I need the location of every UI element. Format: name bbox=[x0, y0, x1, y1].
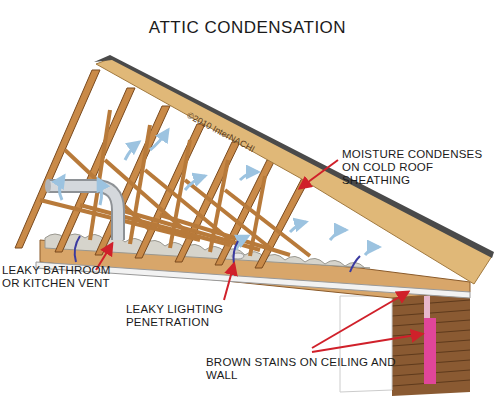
vent-duct bbox=[45, 179, 118, 240]
callout-label: BROWN STAINS ON CEILING AND WALL bbox=[206, 356, 396, 382]
exterior-wall bbox=[340, 282, 470, 396]
moisture-arrows bbox=[59, 130, 379, 255]
roof-sheathing bbox=[94, 55, 494, 284]
air-leak-arrows bbox=[75, 236, 360, 272]
callout-label: LEAKY BATHROOM OR KITCHEN VENT bbox=[2, 264, 114, 290]
callout-label: MOISTURE CONDENSES ON COLD ROOF SHEATHIN… bbox=[342, 148, 494, 187]
leader-lines bbox=[96, 160, 422, 352]
diagram-title: ATTIC CONDENSATION bbox=[0, 18, 495, 38]
callout-label: LEAKY LIGHTING PENETRATION bbox=[126, 303, 246, 329]
